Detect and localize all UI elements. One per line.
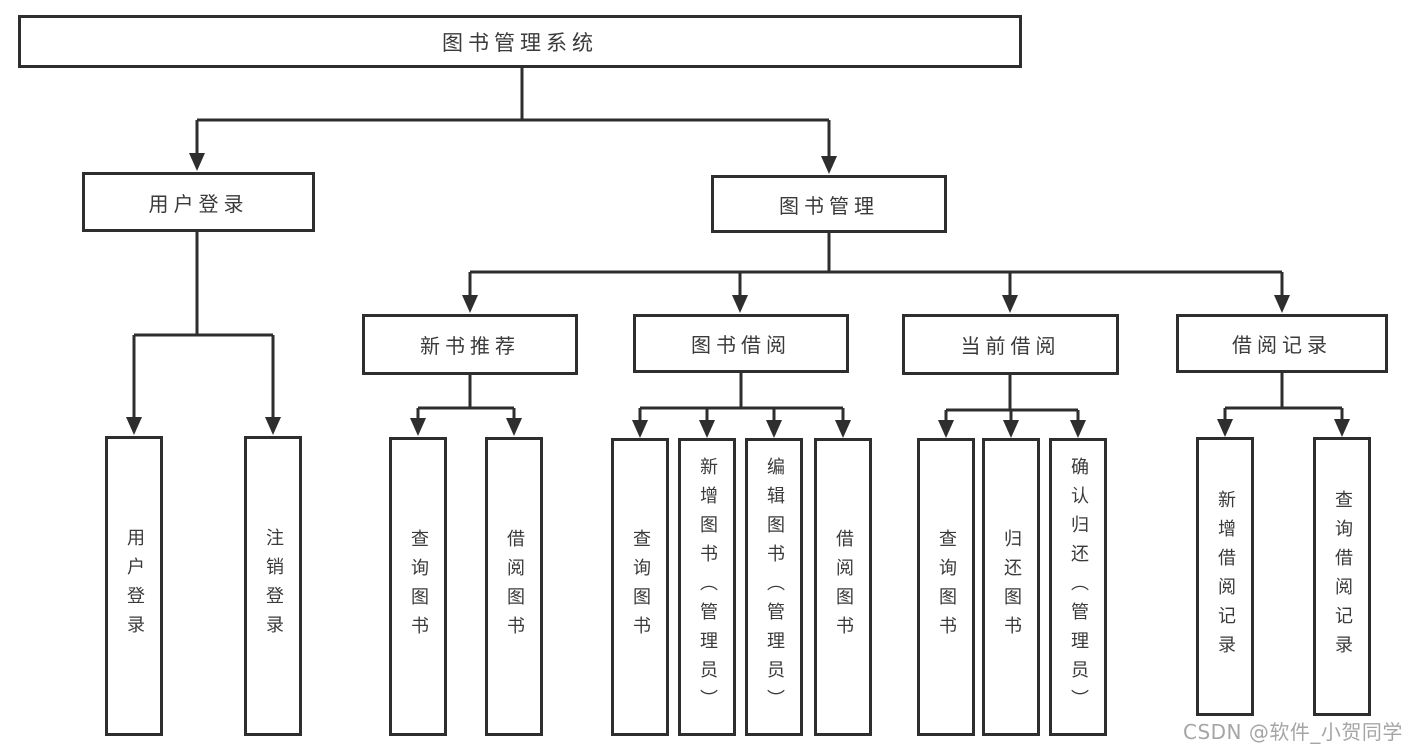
node-book-borrowing: 图书借阅 [633,314,849,373]
leaf-borrowing-edit-books-label: 编辑图书（管理员） [764,456,785,718]
leaf-records-query-record-label: 查询借阅记录 [1332,489,1353,664]
node-borrowing-records: 借阅记录 [1176,314,1388,373]
node-current-borrowing: 当前借阅 [902,314,1119,375]
leaf-current-return-books: 归还图书 [982,438,1040,736]
node-new-book-recommend: 新书推荐 [362,314,578,375]
node-current-borrowing-label: 当前借阅 [960,334,1061,358]
leaf-borrowing-add-books-label: 新增图书（管理员） [697,456,718,718]
leaf-current-query-books: 查询图书 [917,438,975,736]
leaf-user-login-label: 用户登录 [124,528,145,644]
leaf-recommend-query-books-label: 查询图书 [408,528,429,645]
node-root: 图书管理系统 [18,15,1022,68]
leaf-user-login: 用户登录 [105,436,163,736]
node-user-login-label: 用户登录 [148,191,249,216]
node-root-label: 图书管理系统 [442,30,598,55]
leaf-borrowing-query-books: 查询图书 [611,438,669,736]
leaf-current-query-books-label: 查询图书 [936,529,957,645]
node-user-login: 用户登录 [82,172,315,232]
node-new-book-recommend-label: 新书推荐 [420,334,520,358]
leaf-recommend-borrow-books-label: 借阅图书 [504,528,525,645]
leaf-borrowing-query-books-label: 查询图书 [630,529,651,645]
node-borrowing-records-label: 借阅记录 [1232,333,1332,357]
leaf-borrowing-borrow-books: 借阅图书 [814,438,872,736]
leaf-logout-label: 注销登录 [263,528,284,644]
node-book-management: 图书管理 [711,175,947,233]
node-book-borrowing-label: 图书借阅 [691,333,791,357]
leaf-borrowing-add-books: 新增图书（管理员） [678,438,736,736]
leaf-current-return-books-label: 归还图书 [1001,529,1022,645]
leaf-recommend-query-books: 查询图书 [389,437,447,736]
leaf-records-add-record-label: 新增借阅记录 [1215,489,1236,664]
csdn-watermark: CSDN @软件_小贺同学 [1183,720,1403,744]
leaf-current-confirm-return-label: 确认归还（管理员） [1068,456,1089,718]
leaf-borrowing-borrow-books-label: 借阅图书 [833,529,854,645]
leaf-records-query-record: 查询借阅记录 [1313,437,1371,716]
leaf-records-add-record: 新增借阅记录 [1196,437,1254,716]
leaf-recommend-borrow-books: 借阅图书 [485,437,543,736]
leaf-borrowing-edit-books: 编辑图书（管理员） [745,438,803,736]
leaf-logout: 注销登录 [244,436,302,736]
leaf-current-confirm-return: 确认归还（管理员） [1049,438,1107,736]
node-book-management-label: 图书管理 [779,193,879,218]
